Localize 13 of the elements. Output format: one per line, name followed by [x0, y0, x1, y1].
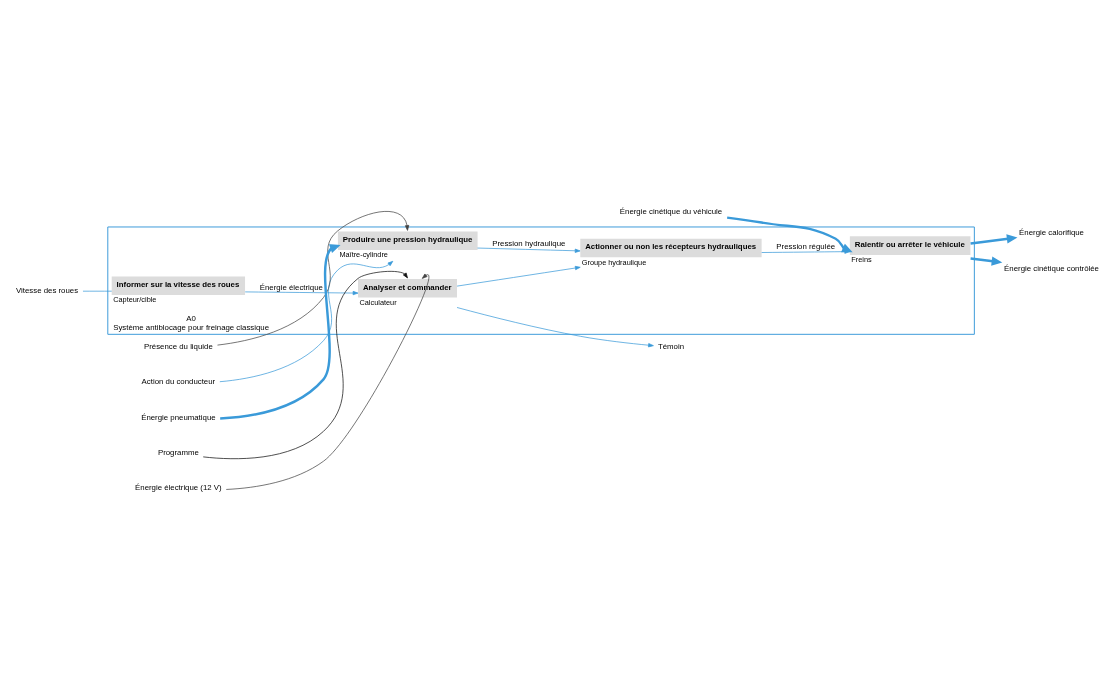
- node-text: Énergie pneumatique: [141, 412, 216, 422]
- node-text: Vitesse des roues: [15, 286, 79, 296]
- node-text: Présence du liquide: [144, 341, 213, 351]
- node-text: Énergie électrique (12 V): [135, 483, 222, 493]
- edge-label: Pression hydraulique: [492, 238, 566, 248]
- node-text: Énergie cinétique du véhicule: [619, 206, 723, 216]
- node-text: Action du conducteur: [141, 377, 216, 387]
- edge-label: Énergie électrique: [259, 282, 323, 292]
- edge-label: Pression régulée: [776, 242, 836, 252]
- node-text: Témoin: [657, 341, 685, 351]
- node-text: Énergie calorifique: [1019, 228, 1084, 238]
- node-text: Programme: [157, 447, 199, 457]
- node-text: Énergie cinétique contrôlée: [1004, 263, 1099, 273]
